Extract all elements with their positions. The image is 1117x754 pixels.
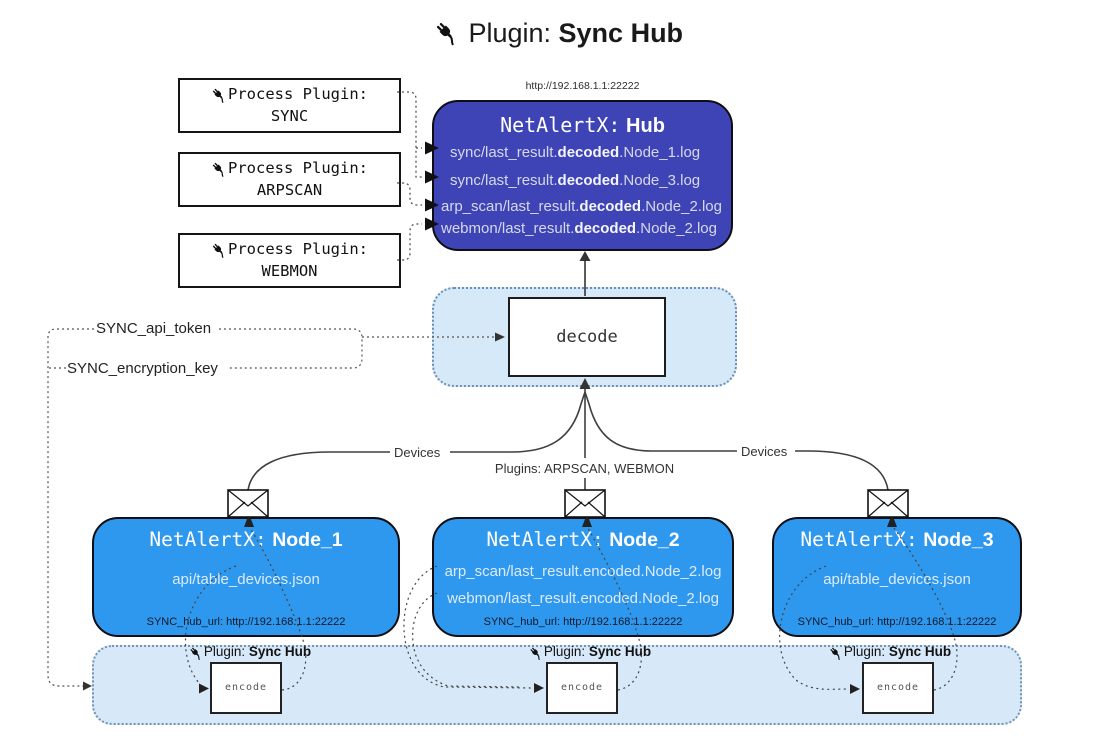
node-title: NetAlertX: Node_3 [800, 528, 994, 551]
envelope-icon [227, 489, 269, 518]
node-hub-url: SYNC_hub_url: http://192.168.1.1:22222 [146, 616, 346, 628]
node-file: webmon/last_result.encoded.Node_2.log [447, 590, 719, 607]
decode-box: decode [508, 297, 666, 377]
encode-box: encode [210, 662, 282, 714]
node-title: NetAlertX: Node_2 [486, 528, 680, 551]
node-box-node3: NetAlertX: Node_3 api/table_devices.json… [772, 517, 1022, 637]
sync-encryption-key-label: SYNC_encryption_key [67, 360, 218, 377]
title-label: Plugin: [468, 18, 552, 48]
plug-icon [211, 161, 228, 178]
node-title: NetAlertX: Node_1 [149, 528, 343, 551]
hub-log-line: webmon/last_result.decoded.Node_2.log [441, 220, 717, 237]
node-file: arp_scan/last_result.encoded.Node_2.log [444, 563, 722, 580]
devices-edge-label-left: Devices [394, 445, 441, 460]
plug-icon [434, 20, 460, 46]
hub-log-line: sync/last_result.decoded.Node_1.log [450, 144, 701, 161]
process-plugin-name: ARPSCAN [256, 181, 323, 199]
process-plugin-label: Process Plugin: [228, 159, 368, 177]
hub-title-name: Hub [626, 115, 665, 137]
hub-title-prefix: NetAlertX: [500, 113, 621, 137]
encode-box: encode [546, 662, 618, 714]
process-plugin-box-arpscan: Process Plugin: ARPSCAN [178, 152, 401, 207]
node-file: api/table_devices.json [172, 571, 320, 588]
encoder-label: Plugin: Sync Hub [829, 644, 951, 661]
process-plugin-name: WEBMON [261, 262, 318, 280]
process-plugin-webmon-label-row: Process Plugin: [180, 240, 399, 259]
hub-log-line: arp_scan/last_result.decoded.Node_2.log [441, 198, 722, 215]
envelope-icon [564, 489, 606, 518]
diagram-title: Plugin: Sync Hub [0, 18, 1117, 49]
envelope-icons [227, 489, 909, 518]
node-hub-url: SYNC_hub_url: http://192.168.1.1:22222 [483, 616, 683, 628]
process-plugin-sync-label-row: Process Plugin: [180, 85, 399, 104]
hub-box: NetAlertX: Hub sync/last_result.decoded.… [432, 100, 733, 251]
node-box-node2: NetAlertX: Node_2 arp_scan/last_result.e… [432, 517, 734, 637]
plugins-edge-label-center: Plugins: ARPSCAN, WEBMON [494, 461, 675, 476]
hub-title: NetAlertX: Hub [434, 113, 731, 138]
process-plugin-box-sync: Process Plugin: SYNC [178, 78, 401, 133]
hub-log-line: sync/last_result.decoded.Node_3.log [450, 172, 701, 189]
process-plugin-box-webmon: Process Plugin: WEBMON [178, 233, 401, 288]
encoder-label: Plugin: Sync Hub [189, 644, 311, 661]
process-plugin-label: Process Plugin: [228, 85, 368, 103]
hub-url-label: http://192.168.1.1:22222 [525, 80, 640, 92]
plug-icon [829, 646, 844, 661]
envelope-icon [867, 489, 909, 518]
sync-api-token-label: SYNC_api_token [96, 320, 212, 337]
device-fan-curves [247, 389, 889, 516]
node-file: api/table_devices.json [823, 571, 971, 588]
encoder-label: Plugin: Sync Hub [529, 644, 651, 661]
process-plugin-arpscan-label-row: Process Plugin: [180, 159, 399, 178]
node-box-node1: NetAlertX: Node_1 api/table_devices.json… [92, 517, 400, 637]
process-plugin-label: Process Plugin: [228, 240, 368, 258]
encode-box: encode [862, 662, 934, 714]
node-hub-url: SYNC_hub_url: http://192.168.1.1:22222 [797, 616, 997, 628]
devices-edge-label-right: Devices [741, 444, 788, 459]
title-name: Sync Hub [558, 18, 684, 48]
process-plugin-name: SYNC [270, 107, 309, 125]
plug-icon [211, 87, 228, 104]
plug-icon [211, 242, 228, 259]
plug-icon [529, 646, 544, 661]
plug-icon [189, 646, 204, 661]
